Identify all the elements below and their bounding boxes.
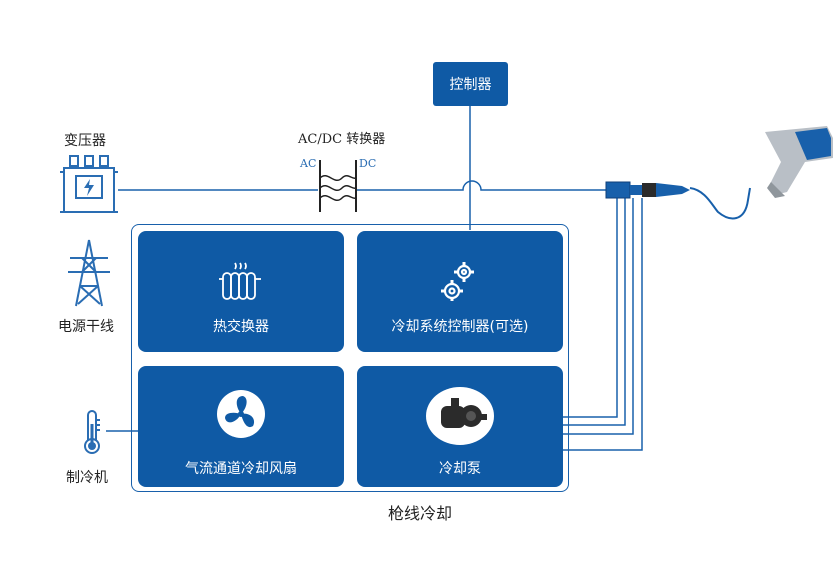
cooling-controller-label: 冷却系统控制器(可选): [391, 319, 529, 335]
gun-cooling-title: 枪线冷却: [387, 504, 452, 523]
connector-icon: [605, 181, 690, 199]
fan-icon: [217, 390, 265, 438]
fan-panel: 气流通道冷却风扇: [138, 366, 344, 487]
chiller-label: 制冷机: [66, 470, 108, 486]
controller-label: 控制器: [449, 77, 492, 93]
heat-exchanger-panel: 热交换器: [138, 231, 344, 352]
ac-dc-converter-icon: [319, 160, 357, 212]
thermometer-icon: [84, 410, 100, 454]
pump-label: 冷却泵: [439, 461, 481, 477]
charging-gun-icon: [765, 126, 833, 198]
cooling-controller-panel: 冷却系统控制器(可选): [357, 231, 563, 352]
fan-label: 气流通道冷却风扇: [185, 461, 297, 477]
radiator-icon: [219, 262, 261, 300]
transformer-icon: [60, 155, 118, 213]
acdc-converter-label: AC/DC 转换器: [298, 132, 386, 147]
heat-exchanger-label: 热交换器: [213, 319, 269, 335]
dc-label: DC: [359, 157, 377, 170]
pump-panel: 冷却泵: [357, 366, 563, 487]
grid-label: 电源干线: [58, 319, 114, 335]
ac-label: AC: [300, 157, 317, 170]
gears-icon: [441, 262, 474, 301]
power-tower-icon: [68, 239, 110, 307]
pump-icon: [426, 387, 494, 445]
controller-box: 控制器: [433, 62, 508, 106]
transformer-label: 变压器: [64, 133, 106, 149]
gun-cooling-frame: [131, 224, 569, 492]
